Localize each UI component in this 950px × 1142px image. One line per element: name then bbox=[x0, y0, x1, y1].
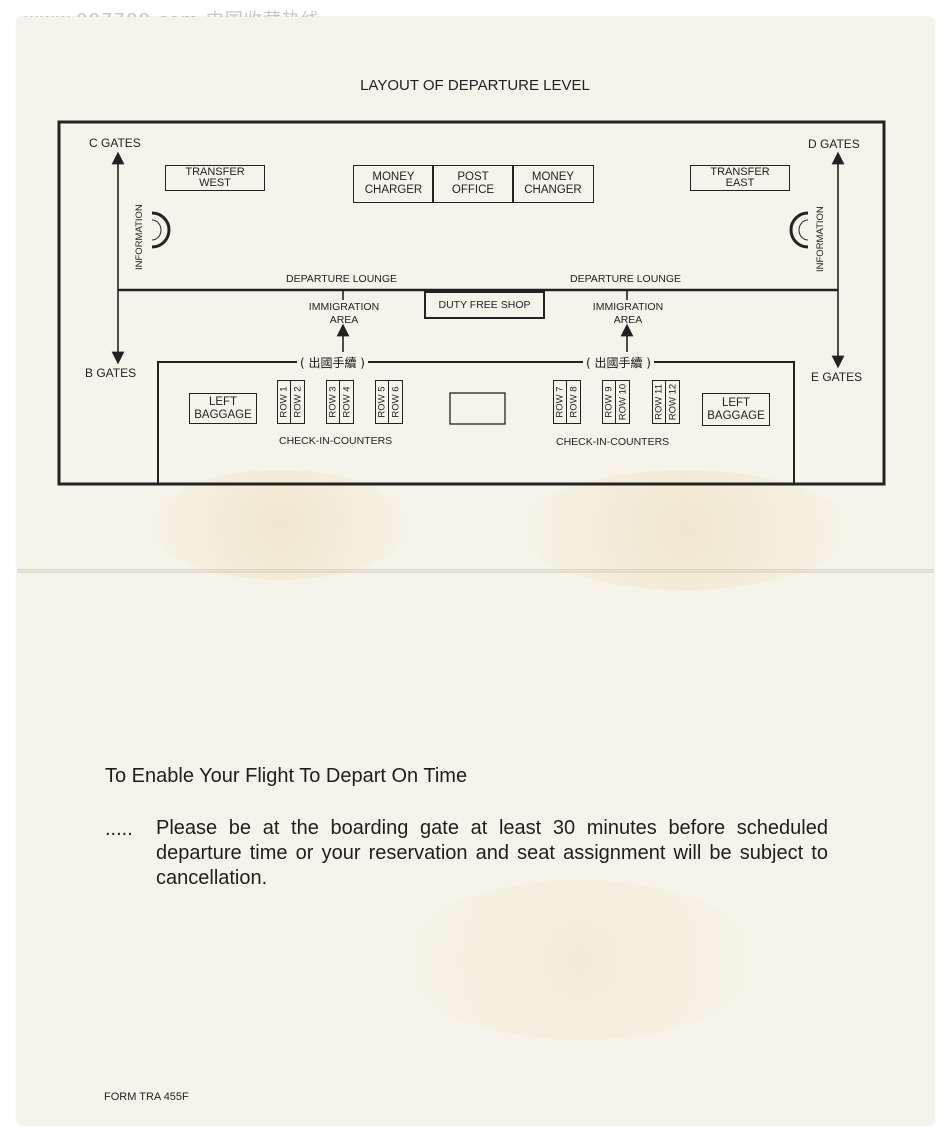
information-counter-east bbox=[789, 211, 809, 249]
money-charger-line2: CHARGER bbox=[364, 184, 423, 196]
transfer-west-box: TRANSFER WEST bbox=[165, 165, 265, 191]
left-baggage-line1: LEFT bbox=[721, 396, 751, 409]
notice-paragraph: Please be at the boarding gate at least … bbox=[156, 817, 828, 889]
layout-title: LAYOUT OF DEPARTURE LEVEL bbox=[360, 77, 590, 94]
duty-free-shop-label: DUTY FREE SHOP bbox=[438, 298, 531, 311]
departure-lounge-label-east: DEPARTURE LOUNGE bbox=[570, 273, 682, 285]
check-in-hall-outline bbox=[157, 361, 795, 484]
immigration-line2: AREA bbox=[613, 314, 643, 326]
check-in-counters-label-west: CHECK-IN-COUNTERS bbox=[279, 435, 393, 447]
transfer-east-box: TRANSFER EAST bbox=[690, 165, 790, 191]
center-counter-box bbox=[449, 392, 506, 425]
check-in-row-pair-1-2: ROW 1 ROW 2 bbox=[277, 380, 305, 424]
immigration-line2: AREA bbox=[329, 314, 359, 326]
form-number: FORM TRA 455F bbox=[104, 1091, 189, 1103]
transfer-west-line2: WEST bbox=[199, 177, 231, 189]
card-bottom-half bbox=[17, 572, 934, 1125]
row-12-label: ROW 12 bbox=[667, 383, 678, 421]
transfer-west-line1: TRANSFER bbox=[185, 166, 245, 178]
row-9-label: ROW 9 bbox=[603, 386, 615, 418]
notice-leader-dots: ..... bbox=[105, 818, 133, 840]
immigration-line1: IMMIGRATION bbox=[592, 301, 664, 313]
transfer-east-line1: TRANSFER bbox=[710, 166, 770, 178]
row-7-label: ROW 7 bbox=[554, 386, 566, 418]
left-baggage-box-west: LEFT BAGGAGE bbox=[189, 393, 257, 424]
information-counter-west bbox=[151, 211, 171, 249]
money-charger-line1: MONEY bbox=[372, 171, 415, 183]
left-baggage-line2: BAGGAGE bbox=[194, 408, 252, 421]
c-gates-label: C GATES bbox=[89, 136, 141, 150]
left-baggage-line2: BAGGAGE bbox=[707, 409, 765, 422]
row-4-label: ROW 4 bbox=[341, 386, 352, 418]
row-2-label: ROW 2 bbox=[292, 386, 303, 418]
immigration-line1: IMMIGRATION bbox=[308, 301, 380, 313]
notice-heading: To Enable Your Flight To Depart On Time bbox=[105, 765, 468, 787]
check-in-row-pair-11-12: ROW 11 ROW 12 bbox=[652, 380, 680, 424]
check-in-counters-label-east: CHECK-IN-COUNTERS bbox=[556, 436, 670, 448]
d-gates-label: D GATES bbox=[808, 137, 860, 151]
check-in-row-pair-5-6: ROW 5 ROW 6 bbox=[375, 380, 403, 424]
money-changer-line1: MONEY bbox=[531, 171, 575, 183]
check-in-row-pair-3-4: ROW 3 ROW 4 bbox=[326, 380, 354, 424]
row-3-label: ROW 3 bbox=[327, 386, 339, 418]
row-8-label: ROW 8 bbox=[568, 386, 579, 418]
immigration-area-label-west: IMMIGRATION AREA bbox=[304, 301, 384, 327]
row-6-label: ROW 6 bbox=[390, 386, 401, 418]
money-changer-line2: CHANGER bbox=[524, 184, 582, 196]
information-label-west: INFORMATION bbox=[134, 204, 145, 270]
card-top-half bbox=[17, 17, 934, 570]
immigration-area-label-east: IMMIGRATION AREA bbox=[588, 301, 668, 327]
row-10-label: ROW 10 bbox=[617, 383, 628, 421]
post-office-line1: POST bbox=[457, 171, 489, 183]
money-changer-box: MONEY CHANGER bbox=[512, 165, 594, 203]
row-5-label: ROW 5 bbox=[376, 386, 388, 418]
b-gates-label: B GATES bbox=[85, 366, 137, 380]
departure-formalities-label-west: ( 出國手續 ) bbox=[297, 354, 368, 371]
paper-stain bbox=[150, 470, 410, 580]
check-in-row-pair-9-10: ROW 9 ROW 10 bbox=[602, 380, 630, 424]
left-baggage-line1: LEFT bbox=[208, 395, 238, 408]
information-label-east: INFORMATION bbox=[815, 206, 826, 272]
duty-free-shop-box: DUTY FREE SHOP bbox=[424, 291, 545, 319]
paper-stain bbox=[400, 880, 760, 1040]
post-office-line2: OFFICE bbox=[451, 184, 495, 196]
money-charger-box: MONEY CHARGER bbox=[353, 165, 434, 203]
e-gates-label: E GATES bbox=[811, 370, 863, 384]
transfer-east-line2: EAST bbox=[725, 177, 755, 189]
outer-frame bbox=[57, 120, 886, 486]
check-in-row-pair-7-8: ROW 7 ROW 8 bbox=[553, 380, 581, 424]
paper-stain bbox=[520, 470, 850, 590]
departure-formalities-label-east: ( 出國手續 ) bbox=[583, 354, 654, 371]
left-baggage-box-east: LEFT BAGGAGE bbox=[702, 393, 770, 426]
departure-lounge-label-west: DEPARTURE LOUNGE bbox=[286, 273, 398, 285]
row-11-label: ROW 11 bbox=[653, 384, 665, 420]
post-office-box: POST OFFICE bbox=[432, 165, 514, 203]
row-1-label: ROW 1 bbox=[278, 386, 290, 418]
fold-line bbox=[17, 569, 934, 573]
